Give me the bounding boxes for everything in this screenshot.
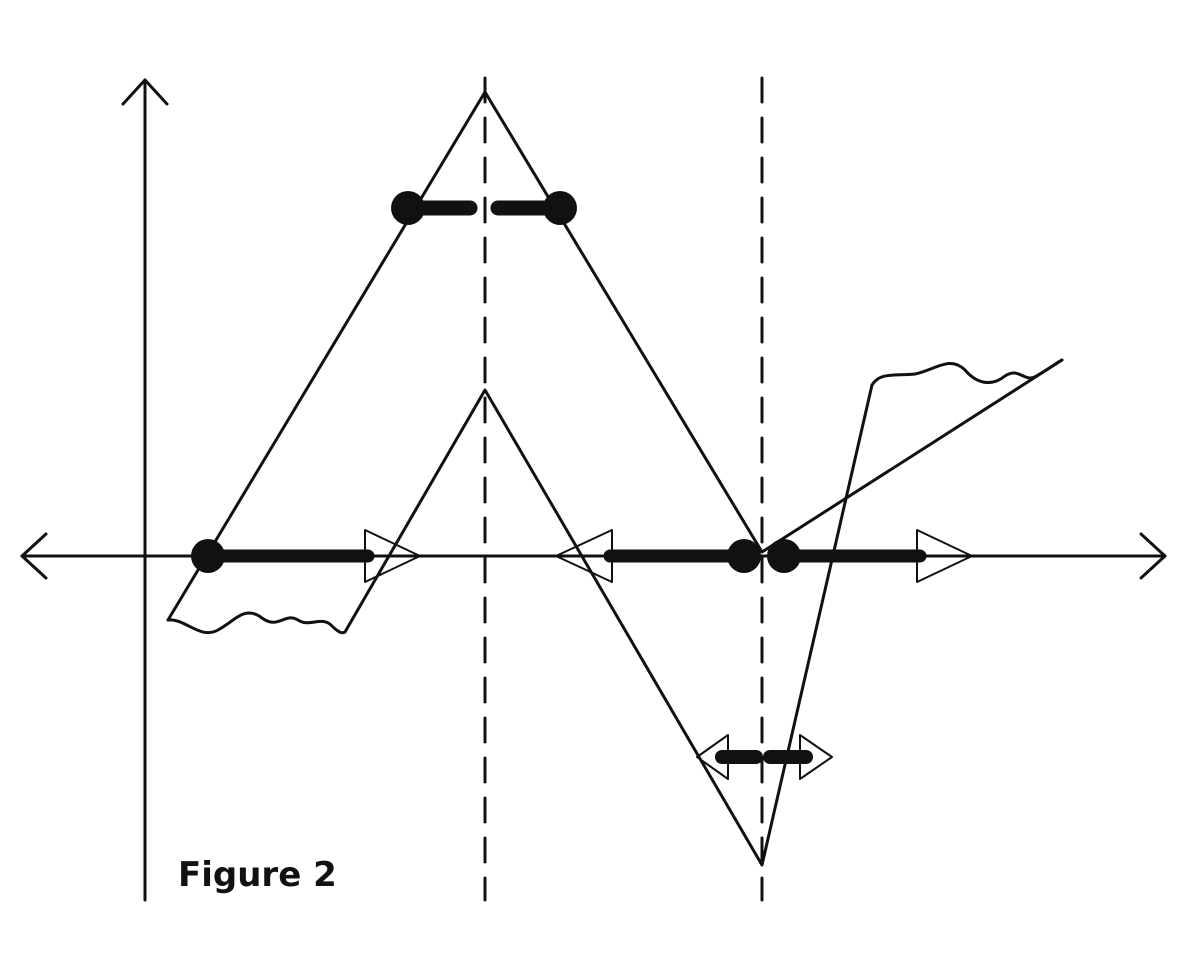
top-segment <box>391 191 577 225</box>
middle-axis-arrow <box>555 529 761 583</box>
inner-graph-line <box>343 383 874 867</box>
top-left-point <box>391 191 425 225</box>
middle-axis-point <box>727 539 761 573</box>
small-arrow-right <box>763 734 833 780</box>
small-arrow-left <box>696 734 763 780</box>
y-axis <box>121 78 169 902</box>
left-axis-arrow <box>191 529 421 583</box>
outer-graph-line <box>166 90 1064 622</box>
right-axis-arrow <box>767 529 973 583</box>
torn-edge-left <box>166 611 347 635</box>
torn-edge-right <box>870 358 1064 387</box>
figure-caption: Figure 2 <box>178 855 337 895</box>
right-axis-point <box>767 539 801 573</box>
left-axis-point <box>191 539 225 573</box>
top-right-point <box>543 191 577 225</box>
